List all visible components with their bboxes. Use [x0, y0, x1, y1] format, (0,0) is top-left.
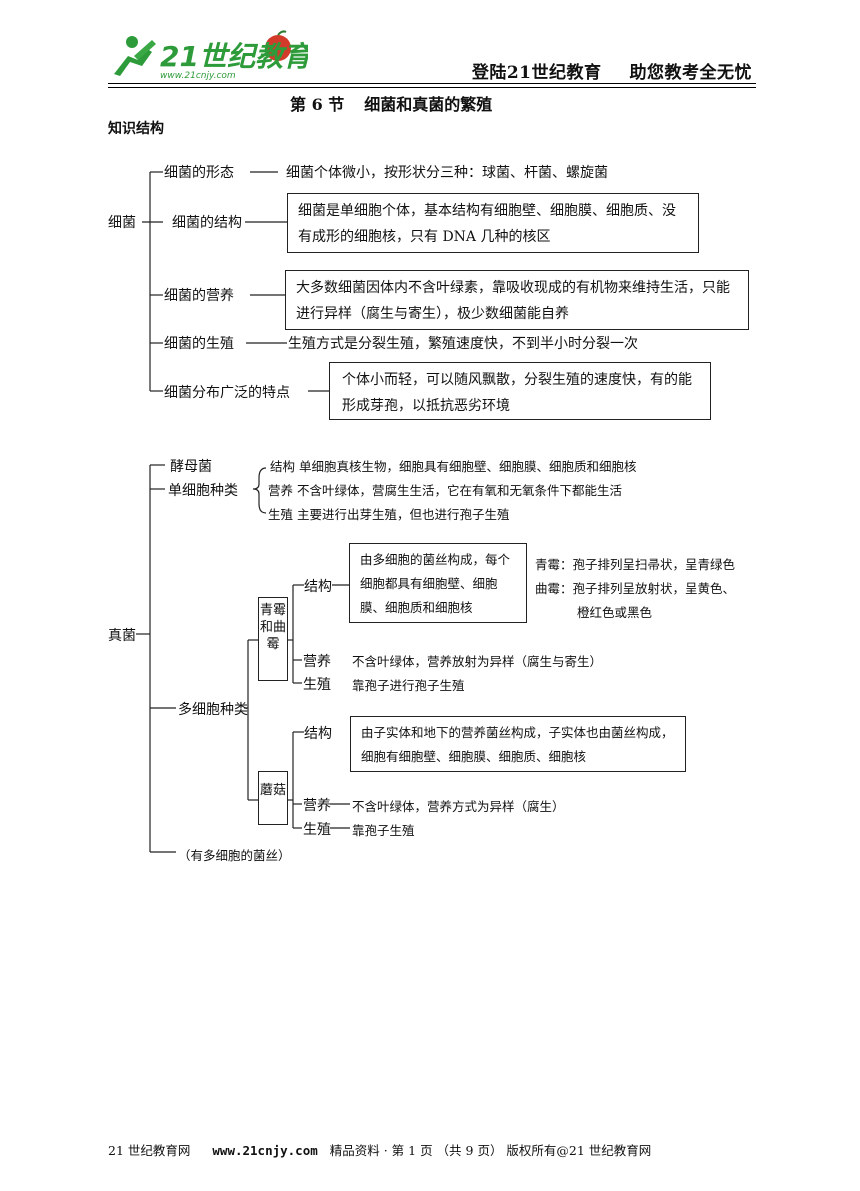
bacteria-shape-label: 细菌的形态 [164, 165, 234, 181]
bacteria-shape-desc: 细菌个体微小，按形状分三种：球菌、杆菌、螺旋菌 [286, 165, 608, 181]
penicillium-desc: 青霉：孢子排列呈扫帚状，呈青绿色 [535, 557, 736, 572]
runner-icon [114, 36, 156, 76]
fungi-root: 真菌 [108, 628, 136, 644]
mushroom-structure-box: 由子实体和地下的营养菌丝构成，子实体也由菌丝构成，细胞有细胞壁、细胞膜、细胞质、… [350, 716, 686, 772]
page-title: 第 6 节细菌和真菌的繁殖 [290, 91, 492, 115]
mushroom-nutrition-label: 营养 [303, 798, 331, 814]
mold-nutrition-label: 营养 [303, 654, 331, 670]
bacteria-root: 细菌 [108, 215, 136, 231]
mold-label-box: 青霉和曲霉 [258, 597, 288, 681]
slogan-1: 登陆21世纪教育 [471, 63, 602, 83]
aspergillus-desc-cont: 橙红色或黑色 [577, 605, 653, 620]
bacteria-structure-label: 细菌的结构 [172, 215, 242, 231]
mushroom-reproduction-label: 生殖 [303, 822, 331, 838]
logo-url: www.21cnjy.com [160, 71, 236, 81]
logo-text: 21世纪教育 [160, 40, 308, 73]
apple-icon [265, 30, 291, 61]
footer-org: 21 世纪教育网 [108, 1143, 191, 1158]
section-number: 第 6 节 [290, 95, 345, 114]
header-divider-thin [108, 87, 756, 88]
yeast-label: 酵母菌 [170, 459, 212, 475]
aspergillus-desc: 曲霉：孢子排列呈放射状，呈黄色、 [535, 581, 736, 596]
mold-structure-box: 由多细胞的菌丝构成，每个细胞都具有细胞壁、细胞膜、细胞质和细胞核 [349, 543, 527, 623]
header-slogan: 登陆21世纪教育 助您教考全无忧 [444, 58, 752, 83]
bacteria-nutrition-box: 大多数细菌因体内不含叶绿素，靠吸收现成的有机物来维持生活，只能进行异样（腐生与寄… [285, 270, 749, 330]
mushroom-reproduction-desc: 靠孢子生殖 [352, 823, 415, 838]
bacteria-nutrition-label: 细菌的营养 [164, 288, 234, 304]
mold-structure-label: 结构 [304, 579, 332, 595]
bacteria-distribution-box: 个体小而轻，可以随风飘散，分裂生殖的速度快，有的能形成芽孢，以抵抗恶劣环境 [329, 362, 711, 420]
slogan-2: 助您教考全无忧 [629, 63, 752, 83]
footer-url[interactable]: www.21cnjy.com [212, 1143, 318, 1158]
multicellular-label: 多细胞种类 [178, 702, 248, 718]
mold-nutrition-desc: 不含叶绿体，营养放射为异样（腐生与寄生） [352, 654, 603, 669]
mushroom-nutrition-desc: 不含叶绿体，营养方式为异样（腐生） [352, 799, 565, 814]
bacteria-structure-box: 细菌是单细胞个体，基本结构有细胞壁、细胞膜、细胞质、没有成形的细胞核，只有 DN… [287, 193, 699, 253]
footer-info: 精品资料 · 第 1 页 （共 9 页） 版权所有@21 世纪教育网 [329, 1143, 652, 1158]
subtitle: 知识结构 [108, 121, 164, 137]
header-divider [108, 83, 756, 84]
hyphae-note: （有多细胞的菌丝） [178, 848, 291, 863]
mold-reproduction-label: 生殖 [303, 677, 331, 693]
mold-reproduction-desc: 靠孢子进行孢子生殖 [352, 678, 465, 693]
page-footer: 21 世纪教育网 www.21cnjy.com 精品资料 · 第 1 页 （共 9 … [108, 1140, 651, 1159]
yeast-structure: 结构 单细胞真核生物，细胞具有细胞壁、细胞膜、细胞质和细胞核 [270, 459, 637, 474]
yeast-nutrition: 营养 不含叶绿体，营腐生生活，它在有氧和无氧条件下都能生活 [268, 483, 622, 498]
mushroom-structure-label: 结构 [304, 726, 332, 742]
bacteria-reproduction-desc: 生殖方式是分裂生殖，繁殖速度快，不到半小时分裂一次 [288, 336, 638, 352]
bacteria-reproduction-label: 细菌的生殖 [164, 336, 234, 352]
mushroom-label-box: 蘑菇 [258, 771, 288, 825]
yeast-reproduction: 生殖 主要进行出芽生殖，但也进行孢子生殖 [268, 507, 510, 522]
section-name: 细菌和真菌的繁殖 [364, 95, 493, 114]
unicellular-label: 单细胞种类 [168, 483, 238, 499]
bacteria-distribution-label: 细菌分布广泛的特点 [164, 385, 290, 401]
logo: 21世纪教育 www.21cnjy.com [108, 30, 316, 82]
